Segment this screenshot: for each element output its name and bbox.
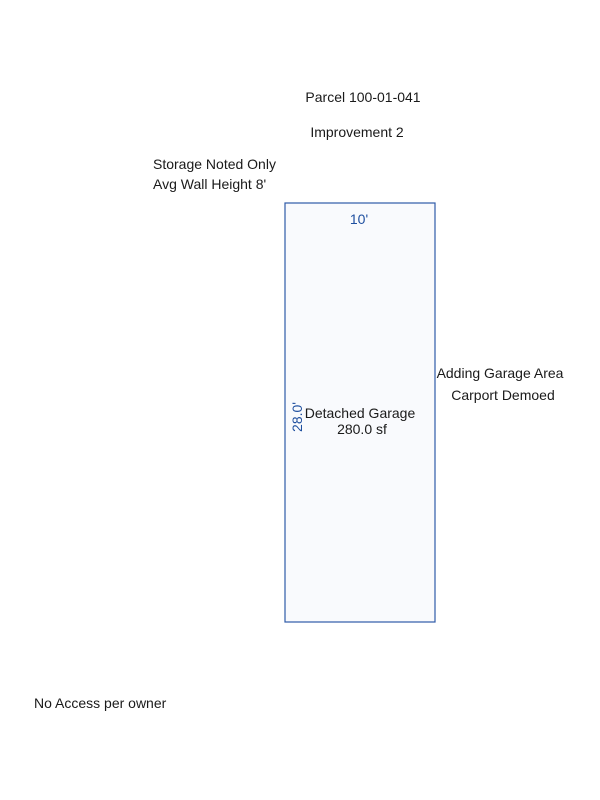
parcel-number: Parcel 100-01-041 [305, 89, 421, 105]
storage-note: Storage Noted Only [153, 156, 276, 172]
garage-name: Detached Garage [305, 405, 416, 421]
width-dimension: 10' [350, 211, 368, 227]
carport-note: Carport Demoed [451, 387, 555, 403]
wall-height-note: Avg Wall Height 8' [153, 176, 267, 192]
adding-area-note: Adding Garage Area [436, 365, 564, 381]
garage-outline [284, 202, 436, 623]
length-dimension: 28.0' [289, 402, 305, 432]
garage-area: 280.0 sf [337, 421, 387, 437]
improvement-label: Improvement 2 [310, 124, 404, 140]
access-note: No Access per owner [34, 695, 167, 711]
